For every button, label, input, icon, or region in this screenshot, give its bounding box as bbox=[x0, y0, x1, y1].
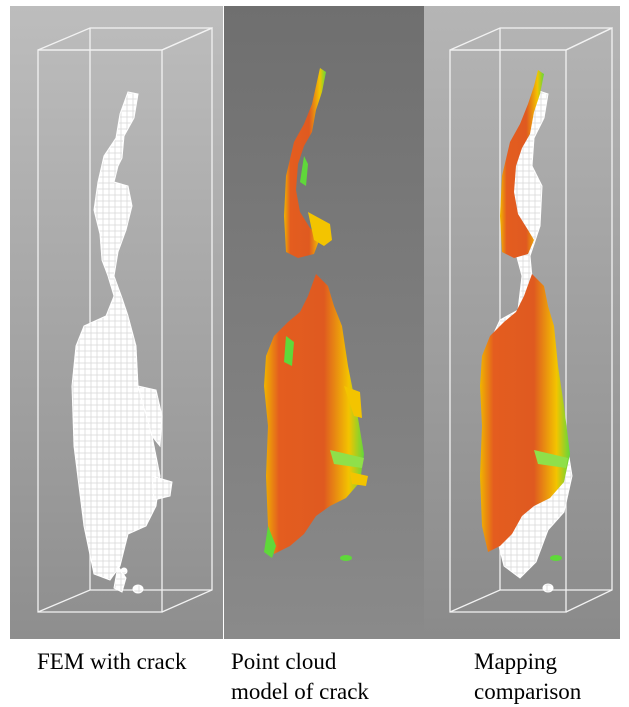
fem-crack-model bbox=[37, 27, 213, 613]
point-cloud-panel bbox=[224, 6, 424, 639]
caption-line: Mapping bbox=[474, 649, 558, 674]
caption-line: model of crack bbox=[231, 679, 369, 704]
caption-line: Point cloud bbox=[231, 649, 337, 674]
caption-point-cloud: Point cloud model of crack bbox=[231, 647, 369, 707]
point-cloud-model bbox=[264, 68, 368, 561]
caption-line: comparison bbox=[474, 679, 582, 704]
mapping-panel bbox=[424, 6, 620, 639]
crack-mesh bbox=[71, 91, 173, 594]
caption-fem: FEM with crack bbox=[37, 647, 186, 677]
fem-panel bbox=[10, 6, 223, 639]
mapping-comparison-model bbox=[449, 26, 613, 613]
caption-line: FEM with crack bbox=[37, 649, 187, 674]
crack-heatmap bbox=[264, 68, 368, 561]
caption-mapping: Mapping comparison bbox=[474, 647, 581, 707]
crack-heatmap bbox=[480, 70, 570, 561]
